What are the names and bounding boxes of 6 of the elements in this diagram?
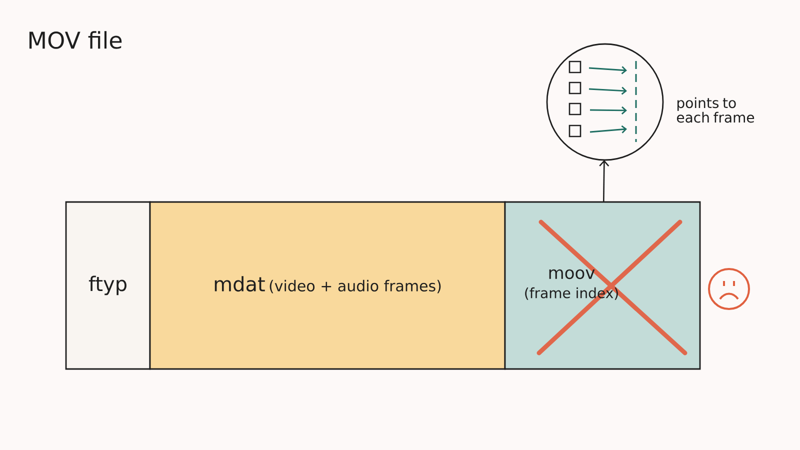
- zoom-circle: [546, 43, 664, 161]
- title: MOV file: [29, 31, 122, 49]
- annotation: points to each frame: [676, 97, 754, 123]
- arrow: [599, 160, 610, 202]
- file-section-box: mdat (video + audio frames): [149, 201, 506, 370]
- file-section-box: ftyp: [65, 201, 151, 370]
